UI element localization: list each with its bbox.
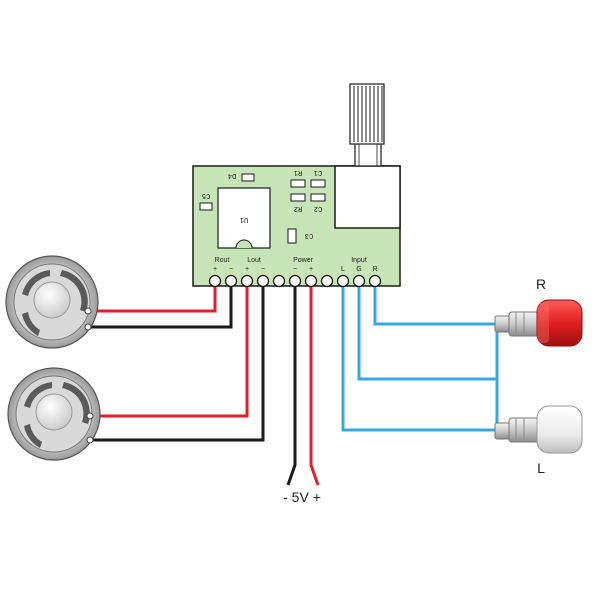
pin-mark-lout-plus: + xyxy=(245,266,249,273)
c2-label: C2 xyxy=(314,204,322,212)
r1-part xyxy=(290,179,306,188)
pad-power-plus[interactable] xyxy=(304,274,318,288)
wire-power-plus xyxy=(309,282,320,486)
speaker-bottom xyxy=(7,367,101,461)
pot-knurl-lines xyxy=(353,86,383,142)
pin-mark-rout-minus: − xyxy=(229,266,233,273)
u1-notch xyxy=(235,239,253,249)
pad-input-g[interactable] xyxy=(352,274,366,288)
pad-input-r[interactable] xyxy=(368,274,382,288)
rca-plug-left xyxy=(494,405,583,454)
power-supply-label: - 5V + xyxy=(283,489,321,505)
input-header-label: Input xyxy=(351,257,367,264)
wire-lout-plus xyxy=(90,282,249,418)
speaker-top xyxy=(5,255,99,349)
rout-header-label: Rout xyxy=(215,257,230,264)
pin-mark-rout-plus: + xyxy=(213,266,217,273)
wire-rout-plus xyxy=(88,282,217,313)
pot-knurled-shaft xyxy=(349,83,385,145)
pad-rout-minus[interactable] xyxy=(224,274,238,288)
pad-rout-plus[interactable] xyxy=(208,274,222,288)
pot-body xyxy=(334,165,401,229)
r2-label: R2 xyxy=(294,204,302,212)
pin-mark-power-minus: − xyxy=(293,266,297,273)
rca-left-body xyxy=(536,405,583,454)
c1-label: C1 xyxy=(314,168,322,176)
amplifier-board: U1 D4 C5 R1 C1 R2 C2 C3 xyxy=(192,83,401,288)
c5-part xyxy=(199,202,213,211)
pad-power-minus[interactable] xyxy=(288,274,302,288)
speaker-bottom-cap xyxy=(35,393,73,431)
c1-part xyxy=(310,179,326,188)
wire-power-minus xyxy=(286,282,297,486)
rca-left-label: L xyxy=(537,460,545,476)
pad-lout-plus[interactable] xyxy=(240,274,254,288)
wire-input-g xyxy=(357,282,497,381)
speaker-top-cap xyxy=(33,281,71,319)
r1-label: R1 xyxy=(294,168,302,176)
pin-mark-input-r: R xyxy=(372,266,377,273)
wire-rout-minus xyxy=(88,282,233,329)
pad-unused-1 xyxy=(272,274,286,288)
d4-label: D4 xyxy=(228,171,236,179)
pad-unused-2 xyxy=(320,274,334,288)
c5-label: C5 xyxy=(202,191,210,199)
u1-label: U1 xyxy=(240,215,248,223)
rca-right-body xyxy=(536,299,583,347)
c3-part xyxy=(287,228,297,244)
c3-label: C3 xyxy=(305,231,313,239)
pin-mark-power-plus: + xyxy=(309,266,313,273)
u1-chip xyxy=(217,187,271,249)
wire-lout-minus xyxy=(90,282,265,442)
c2-part xyxy=(310,193,326,202)
wire-input-l xyxy=(341,282,497,432)
r2-part xyxy=(290,193,306,202)
rca-plug-right xyxy=(494,299,583,347)
pin-mark-input-g: G xyxy=(356,266,361,273)
pad-input-l[interactable] xyxy=(336,274,350,288)
wire-input-r xyxy=(373,282,497,326)
power-header-label: Power xyxy=(293,257,314,264)
volume-potentiometer[interactable] xyxy=(334,83,401,229)
pad-lout-minus[interactable] xyxy=(256,274,270,288)
rca-right-label: R xyxy=(536,276,546,292)
wires xyxy=(88,282,499,486)
lout-header-label: Lout xyxy=(247,257,261,264)
d4-part xyxy=(241,173,255,182)
solder-pads xyxy=(208,274,382,288)
pin-mark-lout-minus: − xyxy=(261,266,265,273)
pin-mark-input-l: L xyxy=(341,266,345,273)
